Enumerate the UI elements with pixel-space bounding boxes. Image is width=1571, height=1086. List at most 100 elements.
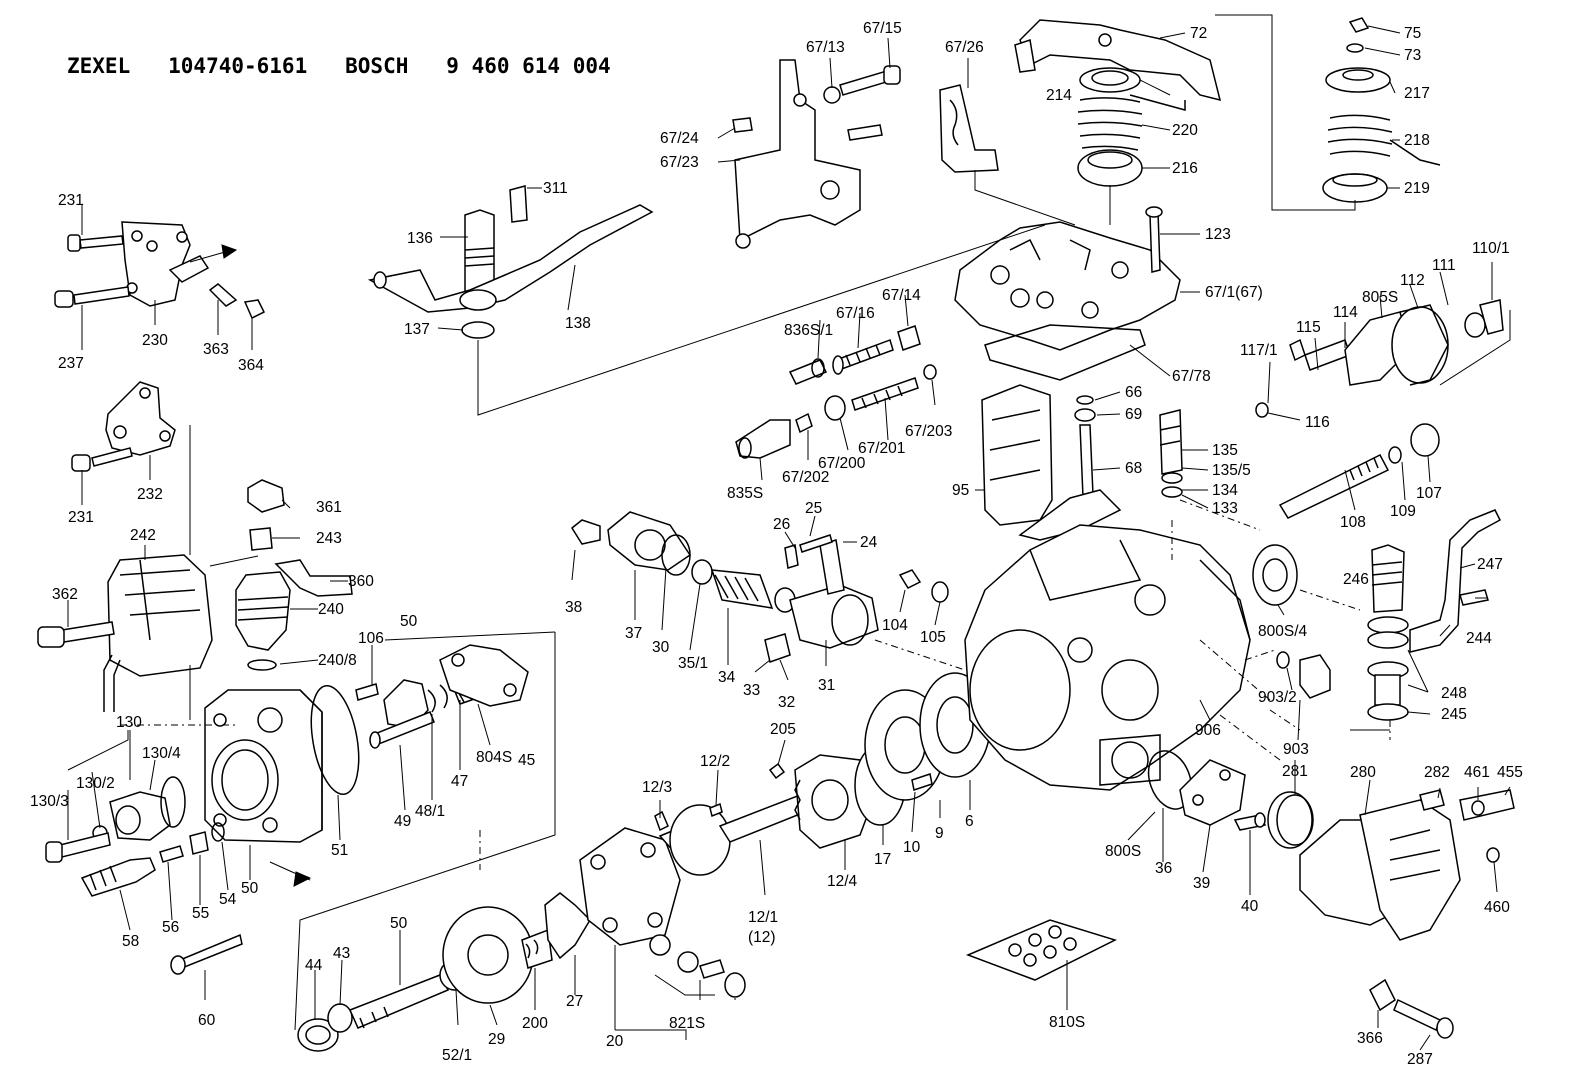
- part-label: 205: [770, 721, 796, 738]
- part-label: 60: [198, 1012, 216, 1029]
- part-label: 10: [903, 839, 921, 856]
- part-label: 67/1(67): [1205, 284, 1263, 301]
- bracket-232-drawing: [71, 381, 176, 472]
- part-label: 116: [1305, 414, 1330, 431]
- part-label: 246: [1343, 571, 1369, 588]
- part-label: 237: [58, 355, 84, 372]
- part-label: 107: [1416, 485, 1442, 502]
- part-label: 240: [318, 601, 344, 618]
- part-label: 214: [1046, 87, 1072, 104]
- part-label: 460: [1484, 899, 1510, 916]
- side-cover-drawing: [1147, 750, 1314, 846]
- part-label: 804S: [476, 749, 512, 766]
- part-label: 105: [920, 629, 946, 646]
- part-label: 55: [192, 905, 209, 922]
- part-label: 67/202: [782, 469, 829, 486]
- part-label: 136: [407, 230, 433, 247]
- part-label: 835S: [727, 485, 763, 502]
- part-label: 69: [1125, 406, 1142, 423]
- part-label: 112: [1400, 272, 1425, 289]
- part-label: 106: [358, 630, 384, 647]
- part-label: 67/203: [905, 423, 952, 440]
- part-label: 130/3: [30, 793, 69, 810]
- diagram-title: ZEXEL 104740-6161 BOSCH 9 460 614 004: [67, 54, 611, 78]
- leader-lines: [67, 25, 1511, 1051]
- part-label: 219: [1404, 180, 1430, 197]
- part-label: 135/5: [1212, 462, 1251, 479]
- part-label: 114: [1333, 304, 1358, 321]
- part-label: 56: [162, 919, 179, 936]
- part-label: 75: [1404, 25, 1421, 42]
- part-label: 36: [1155, 860, 1172, 877]
- direction-arrows: [269, 861, 312, 887]
- part-label: 836S/1: [784, 322, 833, 339]
- part-label: 12/2: [700, 753, 730, 770]
- part-label: 130/4: [142, 745, 181, 762]
- timer-group-drawing: [571, 511, 949, 663]
- part-label: 67/78: [1172, 368, 1211, 385]
- part-label: 95: [952, 482, 969, 499]
- part-label: 248: [1441, 685, 1467, 702]
- drive-shaft-group-drawing: [297, 672, 991, 1052]
- gasket-kit-810S-drawing: [965, 919, 1118, 981]
- advance-parts-drawing: [355, 644, 529, 749]
- part-drawings: [37, 14, 1515, 1052]
- part-label: 67/16: [836, 305, 875, 322]
- part-label: 33: [743, 682, 760, 699]
- part-label: 67/26: [945, 39, 984, 56]
- part-label: 115: [1296, 319, 1321, 336]
- adjusting-screws-drawing: [735, 325, 937, 459]
- part-label: 27: [566, 993, 583, 1010]
- part-label: 20: [606, 1033, 624, 1050]
- part-label: 455: [1497, 764, 1523, 781]
- part-label: 12/1: [748, 909, 778, 926]
- part-label: 130: [116, 714, 142, 731]
- part-label: 218: [1404, 132, 1430, 149]
- part-label: 366: [1357, 1030, 1383, 1047]
- part-label: 47: [451, 773, 468, 790]
- part-label: 800S/4: [1258, 623, 1308, 640]
- lever-bracket-drawing: [732, 59, 901, 249]
- part-label: 54: [219, 891, 237, 908]
- part-label: 281: [1282, 763, 1308, 780]
- part-label: 67/13: [806, 39, 845, 56]
- part-label: 130/2: [76, 775, 115, 792]
- assembly-lines: [120, 14, 1511, 1031]
- part-label: 9: [935, 825, 944, 842]
- part-label: 360: [348, 573, 374, 590]
- part-label: 50: [390, 915, 408, 932]
- part-label: 67/14: [882, 287, 921, 304]
- part-label: 67/23: [660, 154, 699, 171]
- part-label: 39: [1193, 875, 1210, 892]
- control-lever-drawing: [981, 384, 1183, 541]
- part-label: 24: [860, 534, 878, 551]
- part-label: 240/8: [318, 652, 357, 669]
- part-label: 108: [1340, 514, 1366, 531]
- part-label: 821S: [669, 1015, 705, 1032]
- bracket-230-drawing: [54, 221, 266, 320]
- part-label: 232: [137, 486, 163, 503]
- part-label: 906: [1195, 722, 1221, 739]
- part-label: 43: [333, 945, 350, 962]
- part-label: 217: [1404, 85, 1430, 102]
- part-label: 35/1: [678, 655, 708, 672]
- part-label: 25: [805, 500, 822, 517]
- part-label: 903/2: [1258, 689, 1297, 706]
- part-label: 67/24: [660, 130, 699, 147]
- part-label: 230: [142, 332, 168, 349]
- part-label: 12/4: [827, 873, 858, 890]
- part-label: 243: [316, 530, 342, 547]
- part-label: 903: [1283, 741, 1309, 758]
- part-label: 40: [1241, 898, 1259, 915]
- part-label: 137: [404, 321, 430, 338]
- part-label: 361: [316, 499, 342, 516]
- part-label: 800S: [1105, 843, 1141, 860]
- part-label: 311: [543, 180, 568, 197]
- part-label: 242: [130, 527, 156, 544]
- part-label: 73: [1404, 47, 1421, 64]
- governor-top-drawing: [939, 19, 1222, 187]
- part-label: 68: [1125, 460, 1142, 477]
- part-label: 30: [652, 639, 670, 656]
- part-label: 51: [331, 842, 348, 859]
